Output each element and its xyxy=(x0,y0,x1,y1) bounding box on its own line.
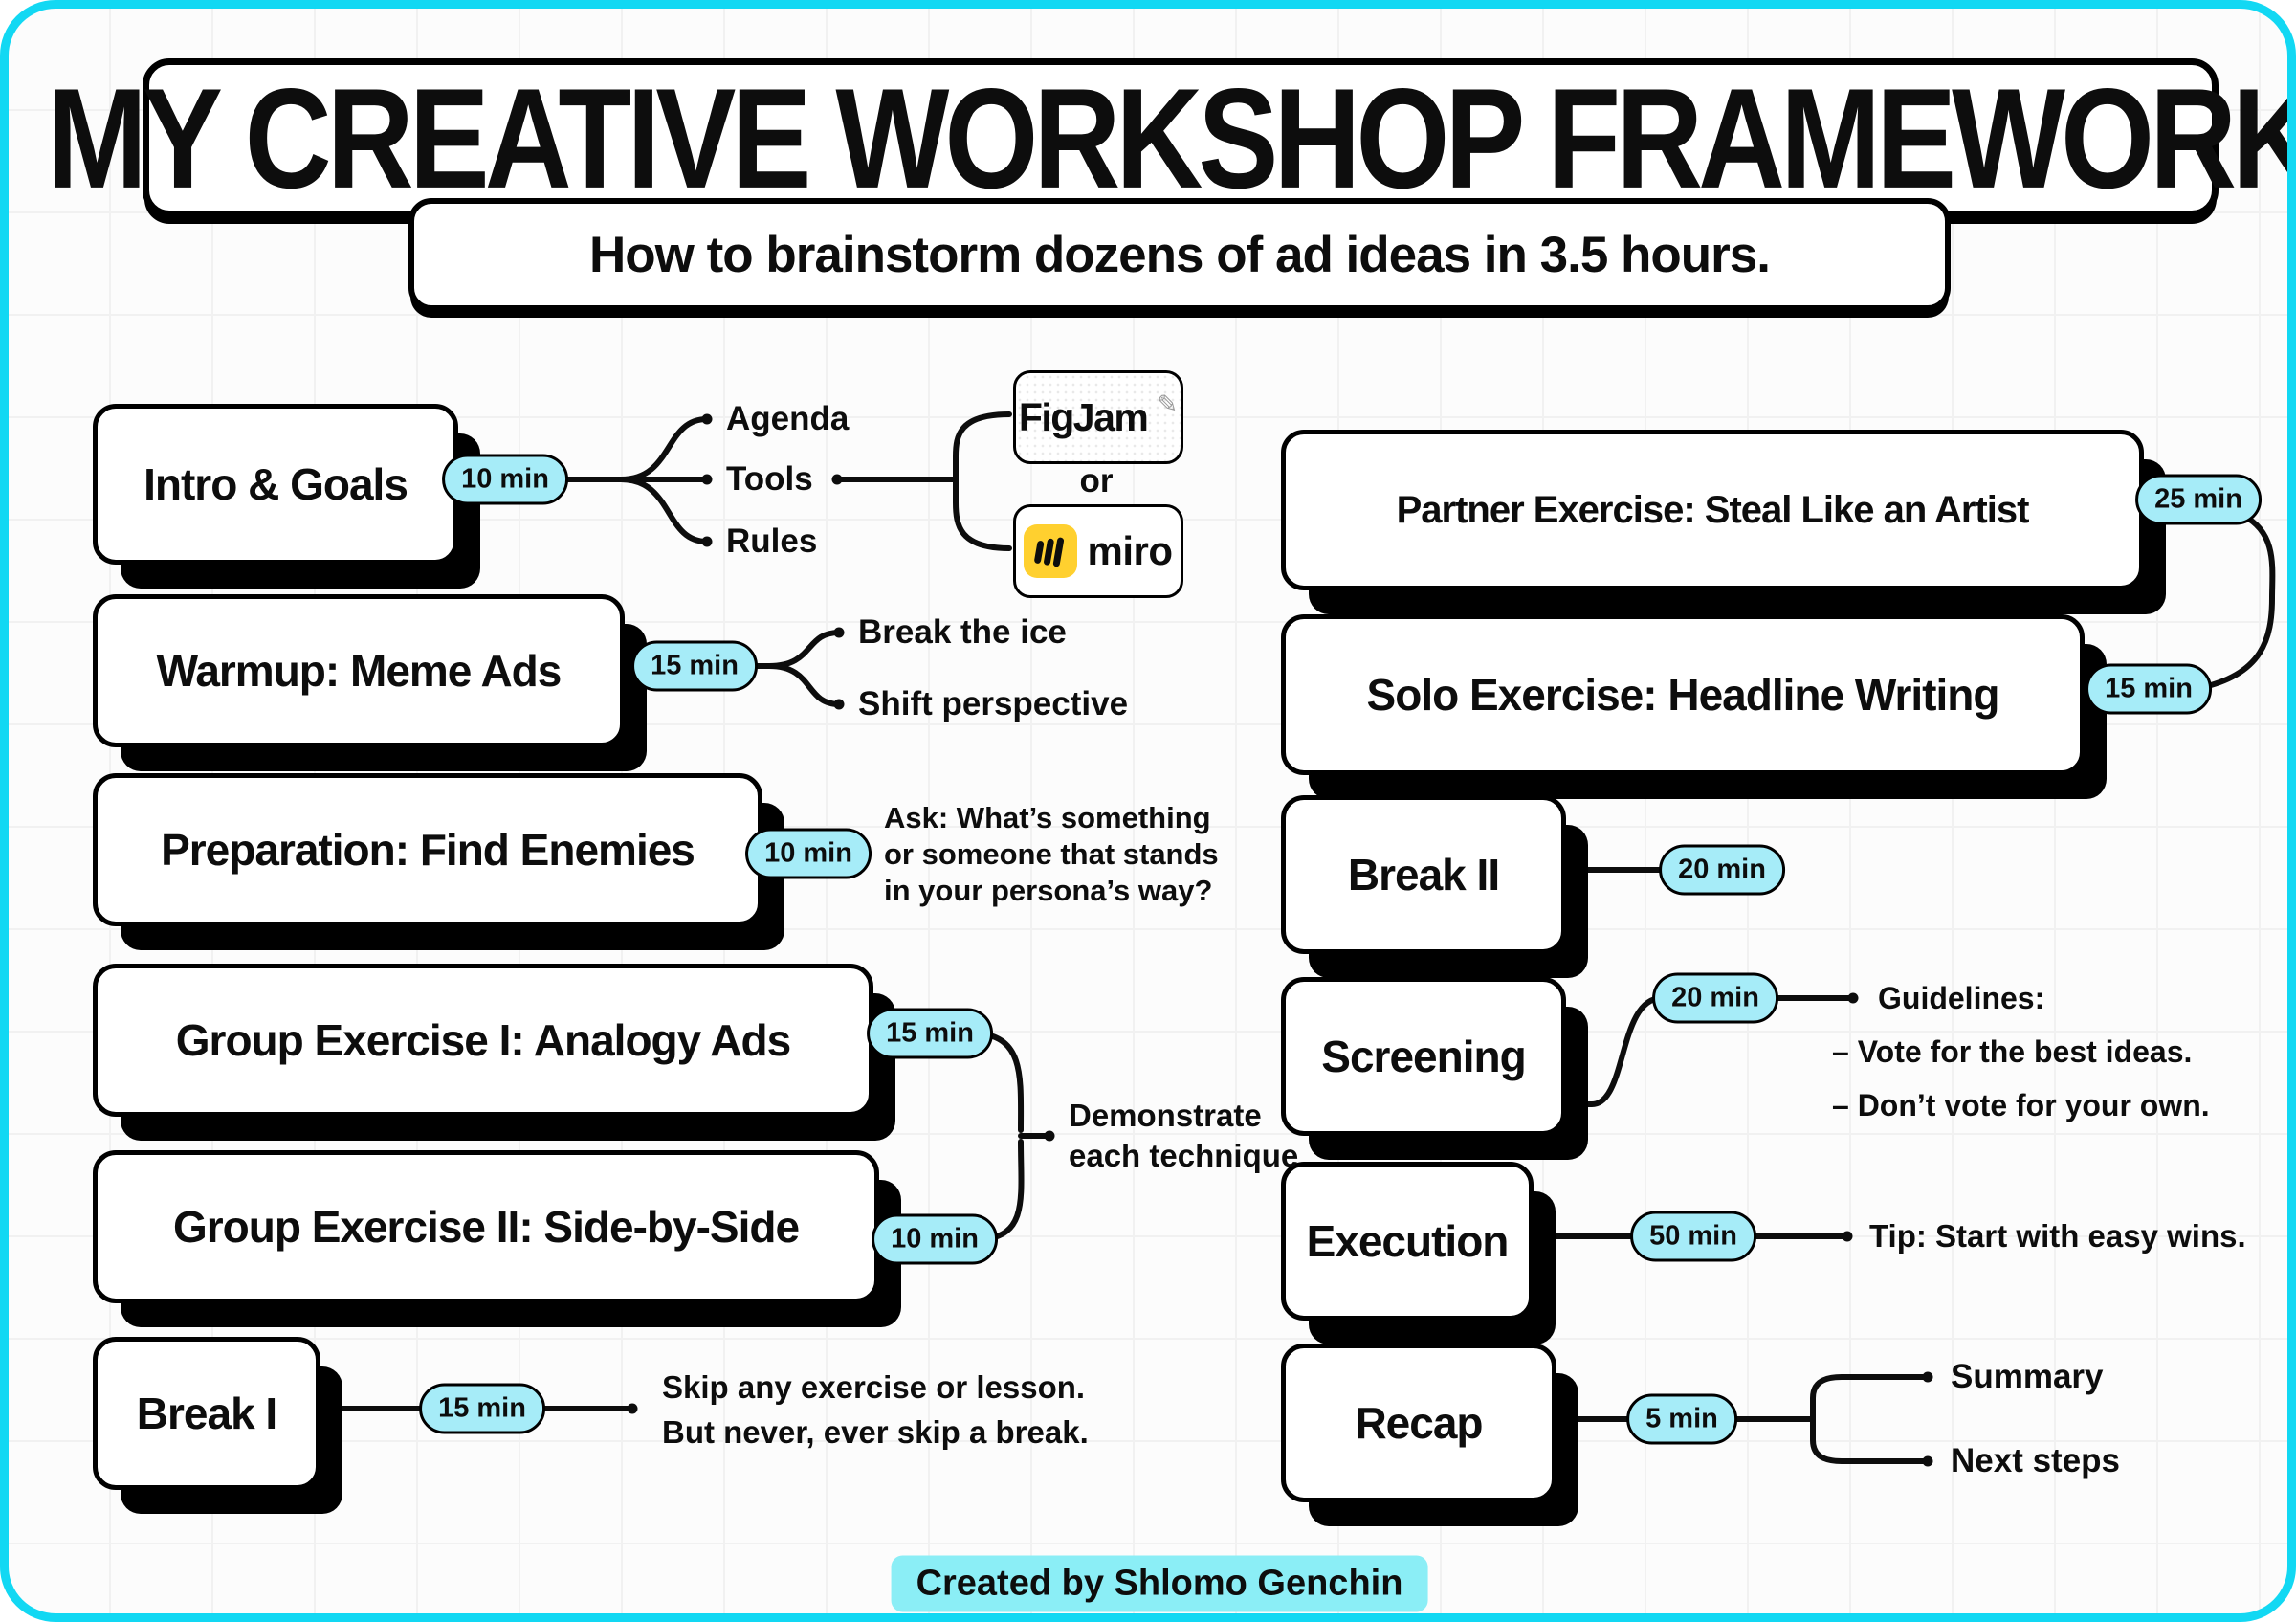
miro-logo-text: miro xyxy=(1087,528,1173,573)
note-execution-tip: Tip: Start with easy wins. xyxy=(1869,1218,2246,1254)
note-preparation: Ask: What’s something or someone that st… xyxy=(884,801,1219,907)
node-title: Screening xyxy=(1321,1032,1526,1081)
or-label: or xyxy=(1079,462,1114,500)
node-title: Partner Exercise: Steal Like an Artist xyxy=(1396,488,2030,531)
duration-badge-intro[interactable]: 10 min xyxy=(442,454,568,505)
page-title-box[interactable]: MY CREATIVE WORKSHOP FRAMEWORK xyxy=(47,58,2287,217)
branch-agenda: Agenda xyxy=(726,400,850,437)
figjam-logo-card[interactable]: FigJam ✎ xyxy=(1013,370,1183,464)
node-title: Break II xyxy=(1347,850,1500,900)
branch-next-steps: Next steps xyxy=(1951,1442,2121,1479)
node-title: Group Exercise I: Analogy Ads xyxy=(175,1015,791,1065)
branch-tools: Tools xyxy=(726,460,813,498)
duration-badge-group1[interactable]: 15 min xyxy=(867,1008,993,1059)
figjam-logo-text: FigJam xyxy=(1018,394,1149,439)
duration-badge-preparation[interactable]: 10 min xyxy=(745,828,872,879)
duration-badge-execution[interactable]: 50 min xyxy=(1630,1211,1756,1262)
duration-badge-partner[interactable]: 25 min xyxy=(2135,474,2262,525)
credit-badge: Created by Shlomo Genchin xyxy=(891,1555,1428,1612)
node-group-exercise-1[interactable]: Group Exercise I: Analogy Ads xyxy=(93,964,873,1117)
miro-logo-card[interactable]: miro xyxy=(1013,504,1183,598)
duration-badge-recap[interactable]: 5 min xyxy=(1626,1393,1737,1445)
node-preparation-find-enemies[interactable]: Preparation: Find Enemies xyxy=(93,773,762,926)
node-recap[interactable]: Recap xyxy=(1281,1344,1556,1502)
duration-badge-warmup[interactable]: 15 min xyxy=(631,640,758,692)
node-group-exercise-2[interactable]: Group Exercise II: Side-by-Side xyxy=(93,1150,879,1303)
note-screening-guidelines: Guidelines: – Vote for the best ideas. –… xyxy=(1832,981,2210,1122)
node-screening[interactable]: Screening xyxy=(1281,977,1566,1136)
node-title: Execution xyxy=(1306,1216,1510,1266)
branch-summary: Summary xyxy=(1951,1358,2104,1395)
node-break-2[interactable]: Break II xyxy=(1281,795,1566,954)
node-break-1[interactable]: Break I xyxy=(93,1337,320,1490)
duration-badge-group2[interactable]: 10 min xyxy=(872,1213,998,1265)
duration-badge-break2[interactable]: 20 min xyxy=(1659,844,1785,896)
node-execution[interactable]: Execution xyxy=(1281,1162,1534,1321)
note-break1: Skip any exercise or lesson. But never, … xyxy=(662,1369,1089,1450)
duration-badge-solo[interactable]: 15 min xyxy=(2086,663,2212,715)
node-warmup-meme-ads[interactable]: Warmup: Meme Ads xyxy=(93,594,625,747)
branch-break-the-ice: Break the ice xyxy=(858,613,1067,651)
duration-badge-screening[interactable]: 20 min xyxy=(1652,972,1778,1024)
pencil-icon: ✎ xyxy=(1157,389,1179,418)
node-title: Intro & Goals xyxy=(144,459,408,509)
node-title: Preparation: Find Enemies xyxy=(161,825,695,875)
note-demonstrate-technique: Demonstrate each technique xyxy=(1069,1098,1299,1173)
node-partner-exercise[interactable]: Partner Exercise: Steal Like an Artist xyxy=(1281,430,2144,590)
node-title: Break I xyxy=(136,1389,277,1438)
node-title: Solo Exercise: Headline Writing xyxy=(1366,670,2000,720)
page-subtitle: How to brainstorm dozens of ad ideas in … xyxy=(589,226,1771,283)
page-title: MY CREATIVE WORKSHOP FRAMEWORK xyxy=(46,57,2296,218)
branch-rules: Rules xyxy=(726,522,818,560)
node-title: Recap xyxy=(1355,1398,1483,1448)
node-solo-exercise[interactable]: Solo Exercise: Headline Writing xyxy=(1281,614,2085,775)
page-subtitle-box[interactable]: How to brainstorm dozens of ad ideas in … xyxy=(408,198,1951,311)
node-title: Warmup: Meme Ads xyxy=(156,646,563,696)
miro-icon xyxy=(1024,524,1078,578)
branch-shift-perspective: Shift perspective xyxy=(858,685,1129,722)
node-intro-goals[interactable]: Intro & Goals xyxy=(93,404,458,565)
duration-badge-break1[interactable]: 15 min xyxy=(419,1383,545,1434)
node-title: Group Exercise II: Side-by-Side xyxy=(172,1202,800,1252)
